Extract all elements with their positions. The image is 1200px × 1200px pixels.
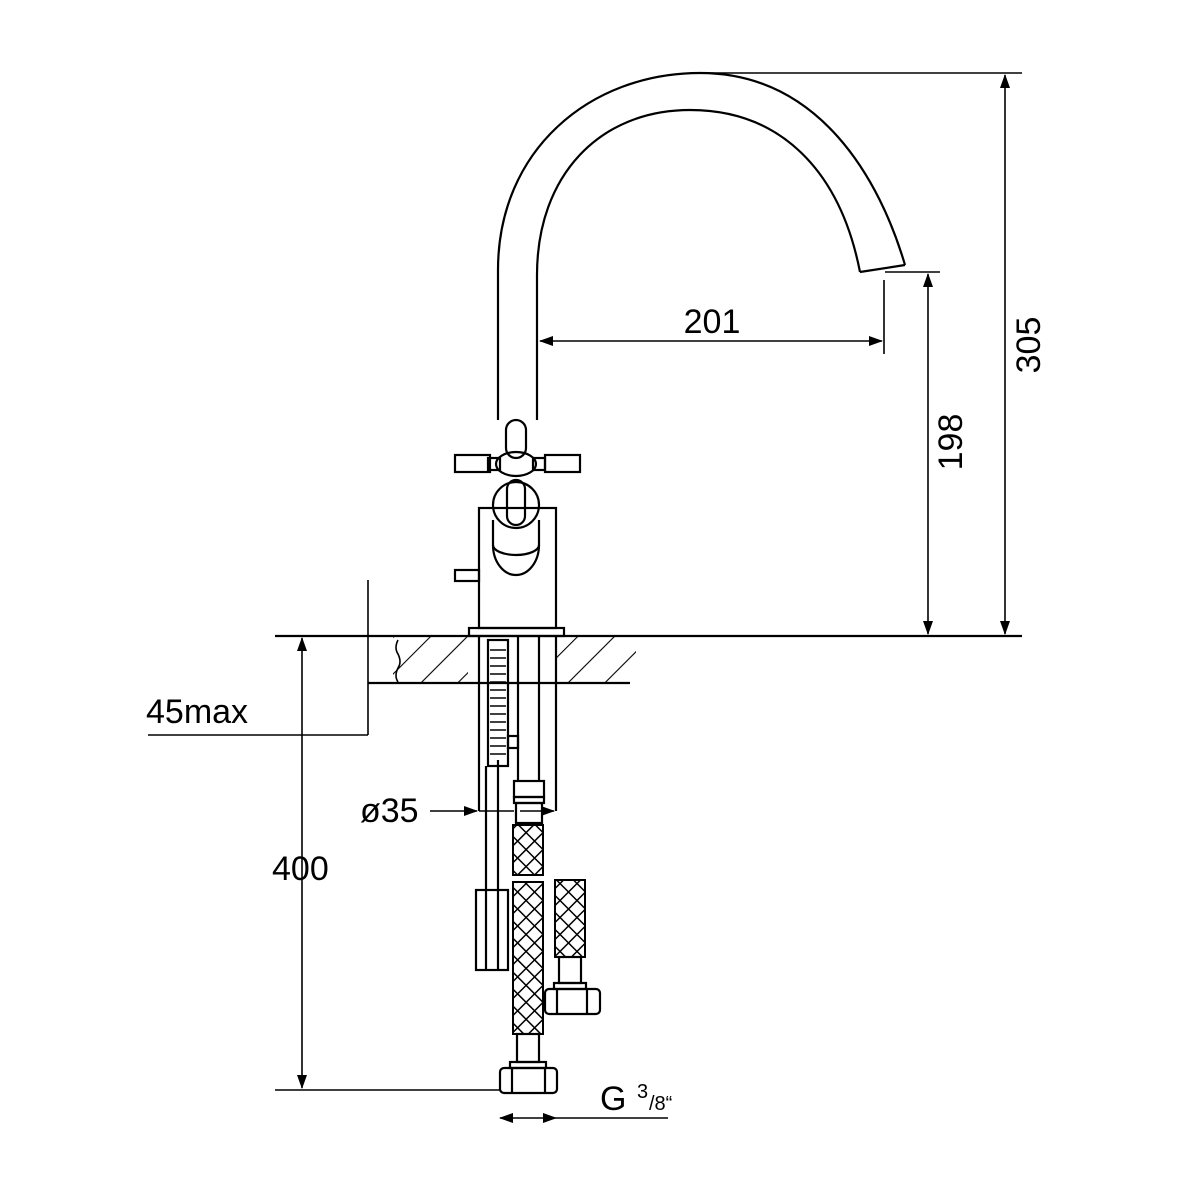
countertop <box>275 634 1022 685</box>
dim-diameter-35: ø35 <box>360 792 419 830</box>
faucet-body <box>453 418 582 638</box>
dim-thread-g: G <box>600 1080 626 1118</box>
dim-305: 305 <box>1010 317 1048 374</box>
dim-45max: 45max <box>146 693 248 731</box>
dim-198: 198 <box>932 414 970 471</box>
spout <box>496 71 907 420</box>
dim-400: 400 <box>272 850 329 888</box>
supply-pipes <box>474 636 558 972</box>
braided-hoses <box>498 824 602 1095</box>
dimension-lines <box>148 72 1022 1123</box>
dim-201: 201 <box>684 303 741 341</box>
dim-thread-numerator: 3 <box>637 1081 648 1103</box>
dim-thread-denominator: /8“ <box>649 1093 672 1115</box>
